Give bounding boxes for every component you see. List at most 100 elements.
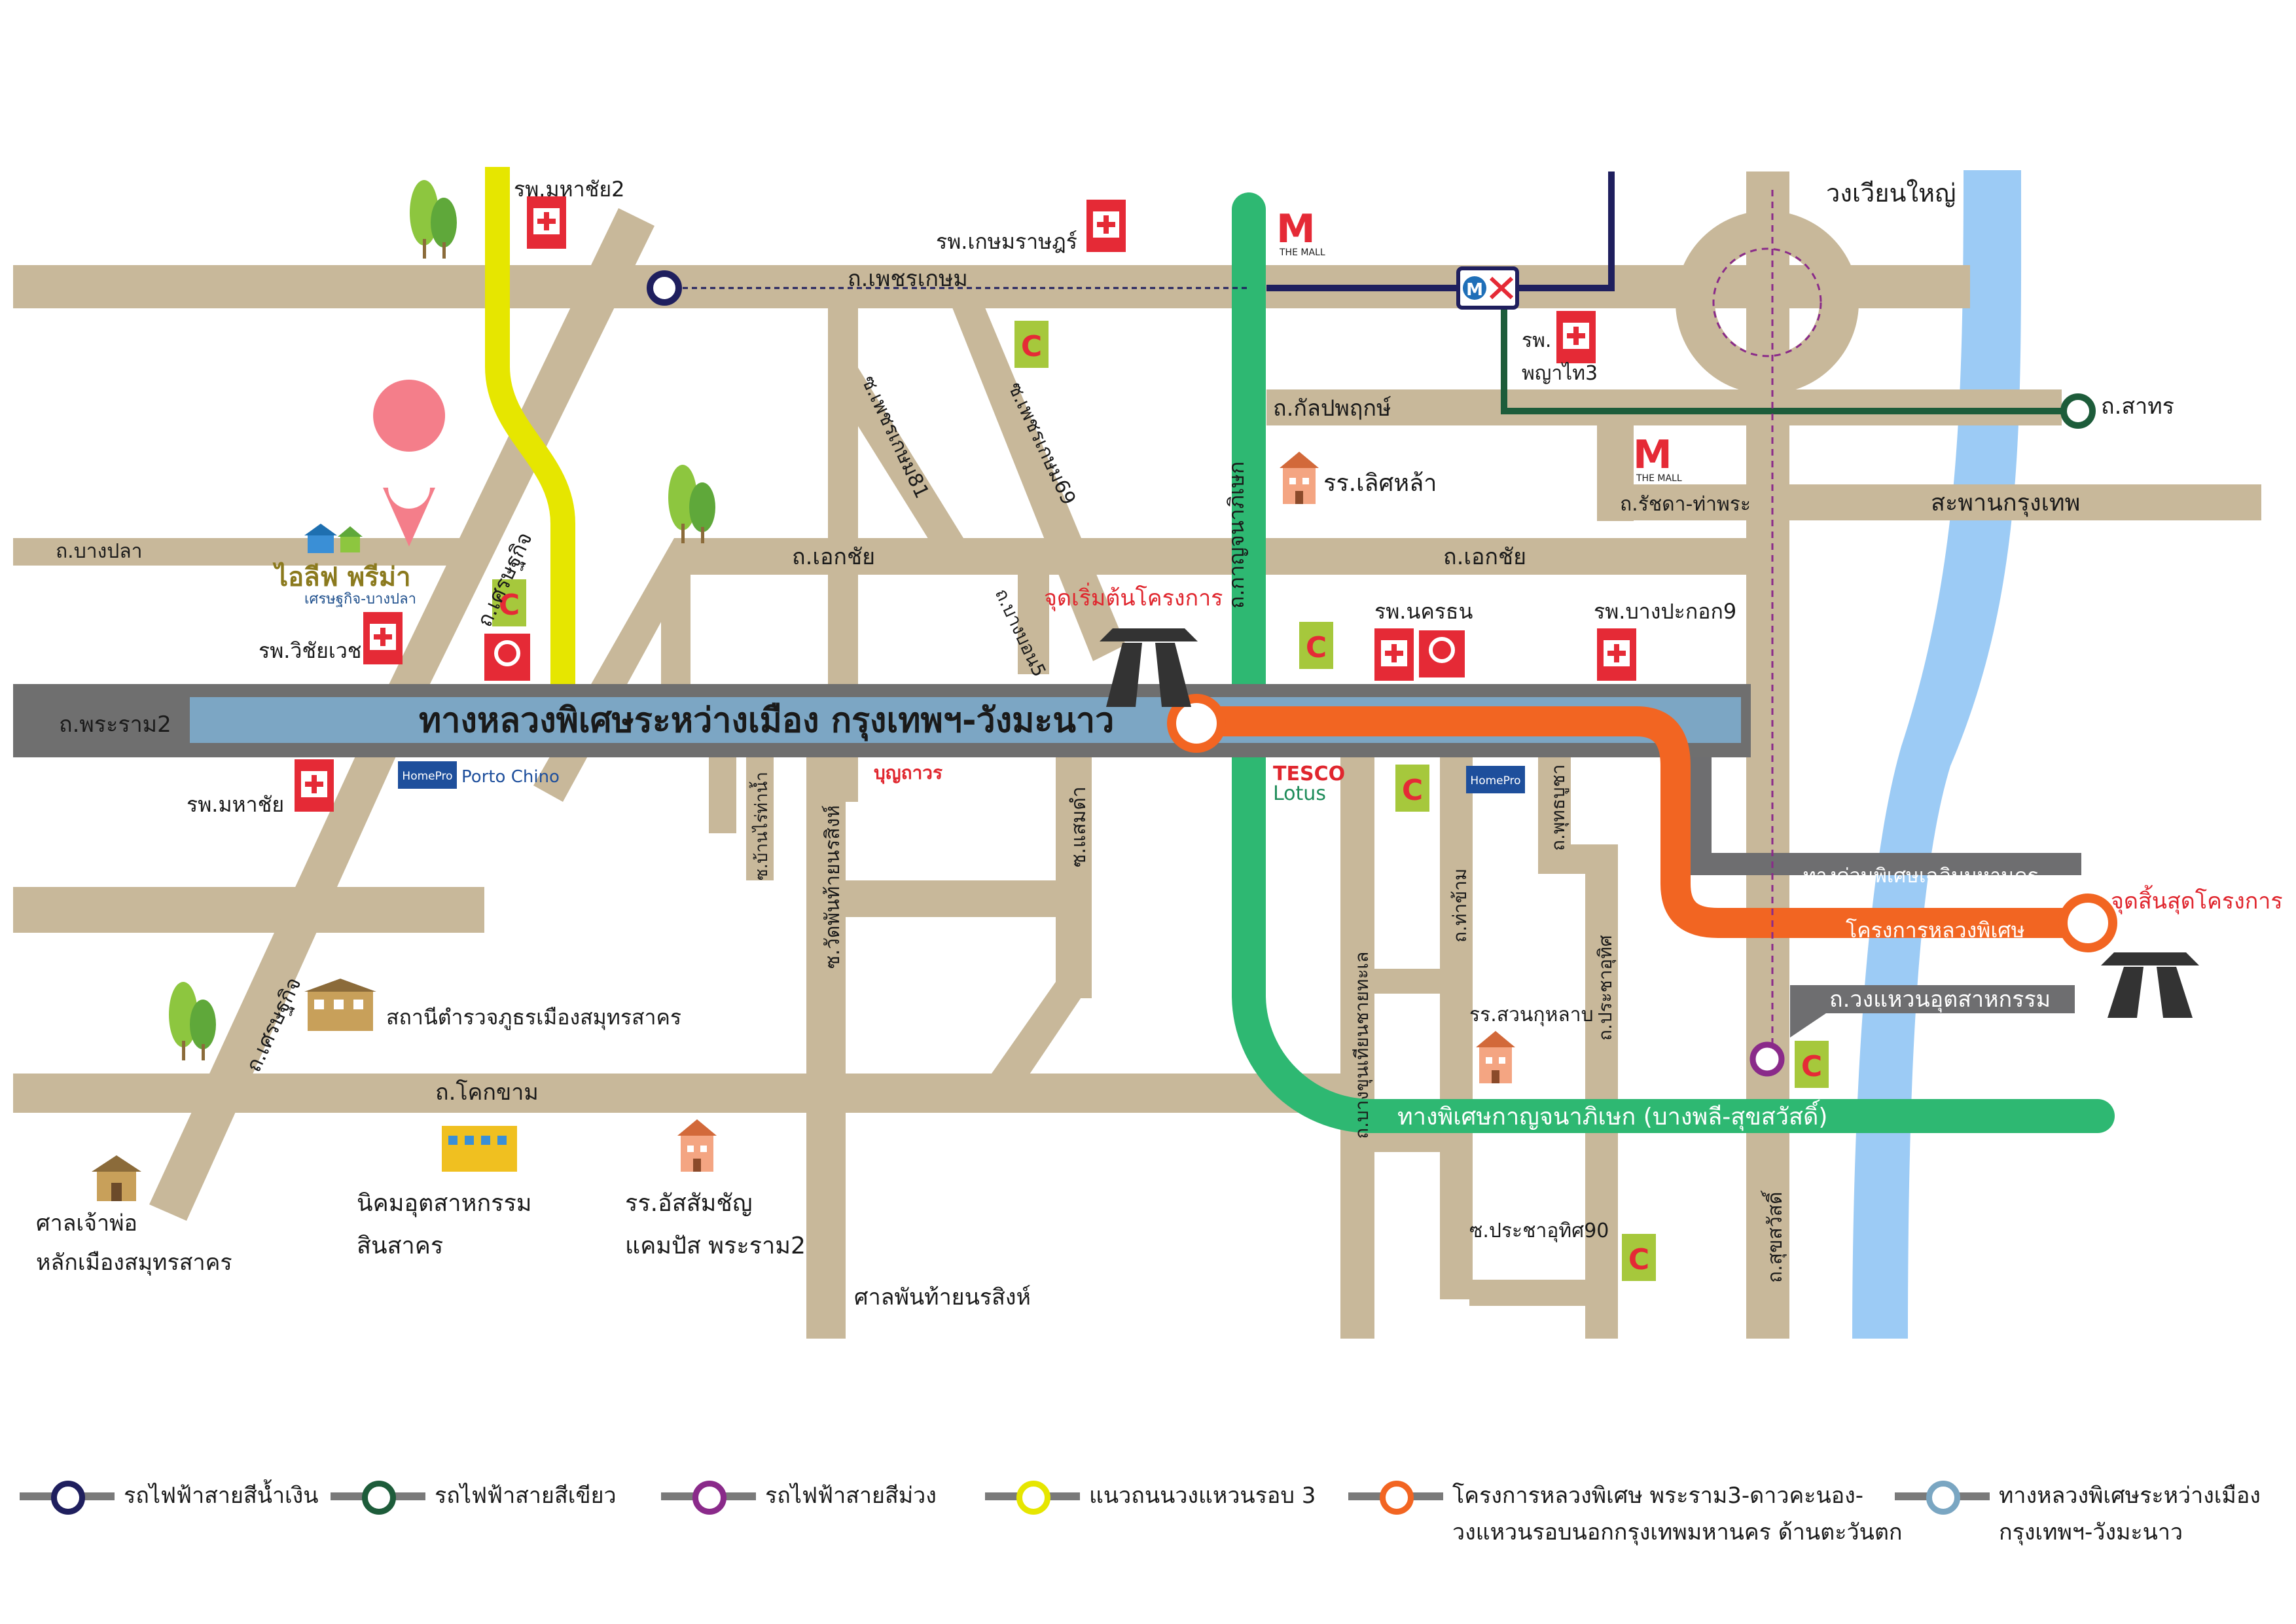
svg-text:HomePro: HomePro — [402, 770, 452, 783]
central-icon — [1419, 630, 1465, 677]
tree-icon — [410, 180, 457, 259]
road-pracha-90 — [1469, 1280, 1617, 1306]
tree-icon — [169, 982, 216, 1060]
label-mahachai: รพ.มหาชัย — [187, 792, 284, 817]
label-ekkachai-right: ถ.เอกชัย — [1443, 544, 1526, 570]
label-lertlah: รร.เลิศหล้า — [1323, 470, 1437, 497]
label-petchkasem: ถ.เพชรเกษม — [848, 266, 968, 292]
label-tha-kham: ถ.ท่าข้าม — [1449, 869, 1471, 943]
road-bangpla — [13, 538, 471, 566]
green-line-route — [1501, 304, 2078, 414]
label-wichaivej: รพ.วิชัยเวช — [259, 638, 362, 663]
hospital-icon — [1556, 311, 1596, 363]
legend-label: รถไฟฟ้าสายสีน้ำเงิน — [124, 1483, 319, 1509]
label-saen-dam: ซ.แสมดำ — [1067, 786, 1090, 867]
road-ban-rai-b — [746, 749, 774, 880]
legend-label: แนวถนนวงแหวนรอบ 3 — [1089, 1483, 1316, 1509]
label-bangpla: ถ.บางปลา — [56, 540, 143, 563]
wongwian-yai-roundabout — [1676, 211, 1859, 394]
svg-text:M: M — [1633, 432, 1672, 478]
motorway-end-icon — [2101, 952, 2199, 1018]
svg-text:HomePro: HomePro — [1470, 774, 1520, 787]
school-icon — [1476, 1031, 1515, 1083]
road-saen-dam-diag — [969, 982, 1092, 1106]
road-setthakit-lower — [149, 704, 412, 1221]
legend-swatch — [1895, 1479, 1990, 1515]
label-kanchanaphisek: ถ.กาญจนาภิเษก — [1224, 461, 1249, 609]
label-police: สถานีตำรวจภูธรเมืองสมุทรสาคร — [386, 1005, 681, 1030]
label-suan-kularb: รร.สวนกุหลาบ — [1469, 1003, 1594, 1027]
legend-item-blue: รถไฟฟ้าสายสีน้ำเงิน — [20, 1479, 319, 1516]
svg-text:M: M — [1276, 206, 1316, 252]
factory-icon — [442, 1126, 517, 1172]
label-taksin-bridge: สะพานกรุงเทพ — [1931, 490, 2080, 517]
svg-text:C: C — [1628, 1243, 1649, 1276]
road-tha-kham — [1440, 749, 1473, 1299]
label-bangpakok9: รพ.บางปะกอก9 — [1594, 599, 1736, 624]
legend-item-motorway: ทางหลวงพิเศษระหว่างเมือง กรุงเทพฯ-วังมะน… — [1895, 1479, 2261, 1553]
road-saen-dam — [1056, 749, 1092, 998]
svg-text:C: C — [1306, 631, 1327, 664]
road-ban-rai — [709, 749, 736, 833]
label-pracha-90: ซ.ประชาอุทิศ90 — [1469, 1219, 1609, 1243]
tesco-logo: TESCO — [1273, 763, 1345, 785]
road-ratchada — [1597, 484, 2261, 520]
label-khokkham: ถ.โคกขาม — [435, 1079, 539, 1106]
label-motorway: ทางหลวงพิเศษระหว่างเมือง กรุงเทพฯ-วังมะน… — [419, 701, 1114, 742]
label-wat-phan: ซ.วัดพันท้ายนรสิงห์ — [821, 805, 844, 969]
hospital-icon — [1374, 628, 1414, 681]
label-mahachai2: รพ.มหาชัย2 — [514, 177, 624, 202]
label-pracha-uthit: ถ.ประชาอุทิศ — [1594, 935, 1617, 1041]
legend-label: โครงการหลวงพิเศษ พระราม3-ดาวคะนอง- — [1452, 1483, 1863, 1509]
project-sub-label: เศรษฐกิจ-บางปลา — [304, 591, 416, 607]
shrine-icon — [92, 1155, 141, 1201]
label-industrial-b: สินสาคร — [357, 1233, 443, 1259]
wongwaen-expressway — [1790, 985, 2075, 1038]
chao-phraya-river — [1852, 170, 2022, 1339]
label-wongwian-yai: วงเวียนใหญ่ — [1826, 179, 1956, 208]
bigc-icon: C — [1622, 1234, 1656, 1281]
svg-text:M: M — [1466, 280, 1483, 300]
label-kanlapaphruek: ถ.กัลปพฤกษ์ — [1273, 395, 1391, 422]
road-kanlapaphruek — [1266, 389, 2062, 425]
legend-swatch — [331, 1479, 425, 1515]
label-project-expressway: โครงการหลวงพิเศษ — [1846, 918, 2025, 943]
hospital-icon — [1086, 200, 1126, 252]
legend-item-purple: รถไฟฟ้าสายสีม่วง — [661, 1479, 937, 1516]
bigc-icon: C — [1299, 622, 1333, 669]
legend-swatch — [985, 1479, 1080, 1515]
road-network — [13, 171, 2261, 1339]
label-sathorn: ถ.สาทร — [2101, 393, 2174, 420]
legend-item-green: รถไฟฟ้าสายสีเขียว — [331, 1479, 617, 1516]
roundabout-dashed — [1712, 247, 1822, 357]
svg-text:C: C — [499, 588, 520, 622]
porto-chino-logo: Porto Chino — [461, 767, 560, 787]
road-suksawat — [1746, 171, 1789, 1339]
road-setthakit-upper — [380, 208, 655, 720]
green-line-station — [2060, 393, 2096, 429]
bigc-icon: C — [492, 579, 526, 626]
kanchanaphisek-expressway — [1232, 192, 2115, 1133]
label-phanthai-shrine: ศาลพันท้ายนรสิงห์ — [854, 1284, 1031, 1310]
road-bang-khun-thian — [1340, 749, 1374, 1339]
homepro-icon: HomePro — [1466, 766, 1525, 793]
road-wat-phan-h — [806, 880, 1075, 917]
hospital-icon — [363, 612, 403, 664]
tree-icon — [668, 465, 715, 543]
road-pracha-uthit — [1585, 844, 1618, 1339]
label-phutthabucha: ถ.พุทธบูชา — [1547, 765, 1570, 851]
road-bangbon5 — [1018, 569, 1049, 674]
road-wat-phan — [806, 749, 846, 1339]
label-suksawat: ถ.สุขสวัสดิ์ — [1761, 1190, 1787, 1283]
label-project-end: จุดสิ้นสุดโครงการ — [2111, 885, 2283, 914]
blue-line-station — [647, 270, 682, 306]
legend: รถไฟฟ้าสายสีน้ำเงิน รถไฟฟ้าสายสีเขียว รถ… — [0, 1460, 2296, 1591]
label-ratchada: ถ.รัชดา-ท่าพระ — [1620, 493, 1751, 516]
bigc-icon: C — [1014, 321, 1049, 368]
road-rama2-south — [13, 887, 484, 933]
project-end-node — [2058, 893, 2117, 952]
legend-swatch — [1348, 1479, 1443, 1515]
